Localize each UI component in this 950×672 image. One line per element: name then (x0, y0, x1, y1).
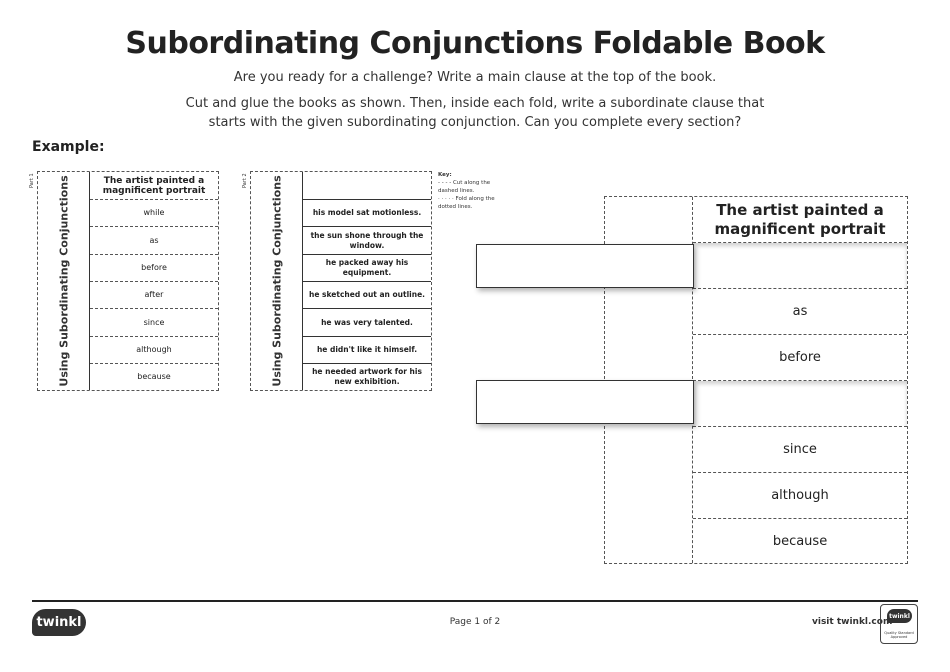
part1-conjunction: as (90, 227, 218, 255)
part1-conjunction: since (90, 309, 218, 337)
instructions-line-2: starts with the given subordinating conj… (208, 115, 742, 130)
part2-clause: he sketched out an outline. (303, 282, 431, 309)
large-row: before (693, 335, 907, 381)
large-row: as (693, 289, 907, 335)
twinkl-logo: twinkl (32, 609, 86, 636)
key-title: Key: (438, 172, 452, 178)
part2-clause: he packed away his equipment. (303, 255, 431, 282)
part2-clause: the sun shone through the window. (303, 227, 431, 255)
visit-link[interactable]: visit twinkl.com (812, 617, 893, 627)
part1-conjunction: before (90, 255, 218, 282)
part1-conjunction: although (90, 337, 218, 364)
page-number: Page 1 of 2 (449, 617, 501, 627)
part1-spine-text: Using Subordinating Conjunctions (57, 175, 71, 387)
quality-badge: twinkl Quality Standard Approved (880, 604, 918, 644)
large-row: since (693, 427, 907, 473)
large-header: The artist painted a magnificent portrai… (693, 197, 907, 243)
part2-clause: he didn't like it himself. (303, 337, 431, 364)
large-row: although (693, 473, 907, 519)
part1-conjunction: after (90, 282, 218, 309)
part2-clause: he needed artwork for his new exhibition… (312, 367, 422, 386)
open-flap (476, 380, 694, 424)
page-title: Subordinating Conjunctions Foldable Book (125, 26, 825, 61)
part1-cells: The artist painted a magnificent portrai… (90, 172, 218, 390)
dotted-line-icon: · · · · · (438, 196, 454, 202)
key-fold-text: Fold along the dotted lines. (438, 196, 495, 210)
part1-conjunction: while (90, 200, 218, 227)
part2-spine: Using Subordinating Conjunctions (251, 172, 303, 390)
intro-text: Are you ready for a challenge? Write a m… (233, 70, 717, 85)
large-foldable: The artist painted a magnificent portrai… (604, 196, 908, 564)
part1-spine: Using Subordinating Conjunctions (38, 172, 90, 390)
large-row (693, 381, 907, 427)
large-row: because (772, 533, 828, 549)
part1-label: Part 1 (29, 173, 35, 188)
instructions: Cut and glue the books as shown. Then, i… (175, 94, 775, 132)
dashed-line-icon: - - - - (438, 180, 452, 186)
key-fold: · · · · · Fold along the dotted lines. (438, 195, 508, 211)
large-row (693, 243, 907, 289)
part1-conjunction: because (137, 372, 171, 381)
instructions-line-1: Cut and glue the books as shown. Then, i… (185, 96, 765, 111)
badge-text: Quality Standard Approved (884, 631, 914, 639)
key-legend: Key: - - - - Cut along the dashed lines.… (438, 171, 508, 211)
part2-clause: his model sat motionless. (303, 200, 431, 227)
open-flap (476, 244, 694, 288)
part2-header-blank (303, 172, 431, 200)
badge-logo: twinkl (887, 609, 912, 623)
part2-clause: he was very talented. (303, 309, 431, 337)
part2-label: Part 2 (242, 173, 248, 188)
part2-spine-text: Using Subordinating Conjunctions (270, 175, 284, 387)
part1-header: The artist painted a magnificent portrai… (90, 172, 218, 200)
key-cut-text: Cut along the dashed lines. (438, 180, 491, 194)
example-label: Example: (32, 139, 105, 155)
part2-foldable: Using Subordinating Conjunctions his mod… (250, 171, 432, 391)
part1-foldable: Using Subordinating Conjunctions The art… (37, 171, 219, 391)
key-cut: - - - - Cut along the dashed lines. (438, 179, 508, 195)
part2-cells: his model sat motionless. the sun shone … (303, 172, 431, 390)
footer-rule (32, 600, 918, 602)
